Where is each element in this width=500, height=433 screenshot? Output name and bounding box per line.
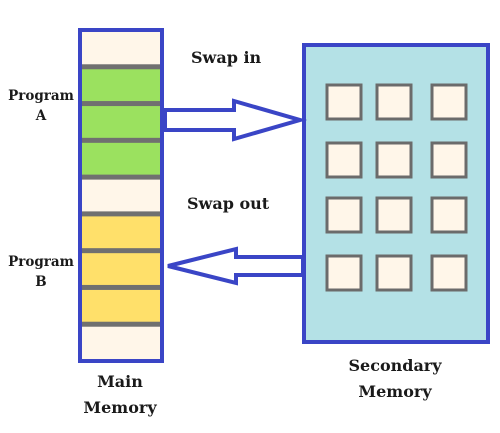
secondary-memory-label: Secondary Memory	[330, 358, 460, 400]
memory-block-divider	[80, 284, 162, 290]
storage-block	[325, 196, 363, 234]
secondary-memory-panel	[302, 43, 490, 344]
storage-block	[325, 254, 363, 292]
memory-block-divider	[80, 321, 162, 327]
memory-block-program_a	[80, 103, 162, 141]
memory-block-free	[80, 177, 162, 214]
secondary-memory-label-line2: Memory	[358, 382, 432, 401]
storage-block	[430, 196, 468, 234]
main-memory-label-line2: Memory	[83, 398, 157, 417]
memory-block-divider	[80, 137, 162, 143]
memory-block-program_b	[80, 287, 162, 325]
swap-out-label: Swap out	[187, 194, 270, 213]
storage-block	[325, 141, 363, 179]
storage-block	[375, 83, 413, 121]
storage-block	[375, 141, 413, 179]
memory-block-divider	[80, 248, 162, 254]
main-memory-label-line1: Main	[97, 372, 143, 391]
program-b-label-line1: Program	[8, 254, 74, 270]
memory-block-divider	[80, 211, 162, 217]
storage-block	[430, 83, 468, 121]
main-memory-frame	[78, 28, 164, 363]
storage-block	[375, 196, 413, 234]
main-memory-column	[78, 28, 164, 363]
swap-out-arrow	[167, 246, 305, 286]
storage-block	[325, 83, 363, 121]
memory-block-program_b	[80, 250, 162, 288]
memory-block-program_b	[80, 213, 162, 251]
memory-block-divider	[80, 174, 162, 180]
swap-in-label: Swap in	[191, 48, 262, 67]
program-a-label-line2: A	[35, 107, 47, 124]
program-b-label: Program B	[5, 254, 77, 290]
program-a-label: Program A	[5, 88, 77, 124]
swap-in-arrow	[163, 98, 308, 142]
memory-block-free	[80, 324, 162, 361]
main-memory-label: Main Memory	[70, 374, 170, 416]
memory-block-free	[80, 30, 162, 67]
program-b-label-line2: B	[35, 273, 47, 290]
storage-block	[375, 254, 413, 292]
memory-block-divider	[80, 64, 162, 70]
program-a-label-line1: Program	[8, 88, 74, 104]
secondary-memory-label-line1: Secondary	[348, 356, 442, 375]
storage-block	[430, 254, 468, 292]
storage-block	[430, 141, 468, 179]
memory-block-divider	[80, 101, 162, 107]
memory-block-program_a	[80, 140, 162, 178]
memory-block-program_a	[80, 66, 162, 104]
